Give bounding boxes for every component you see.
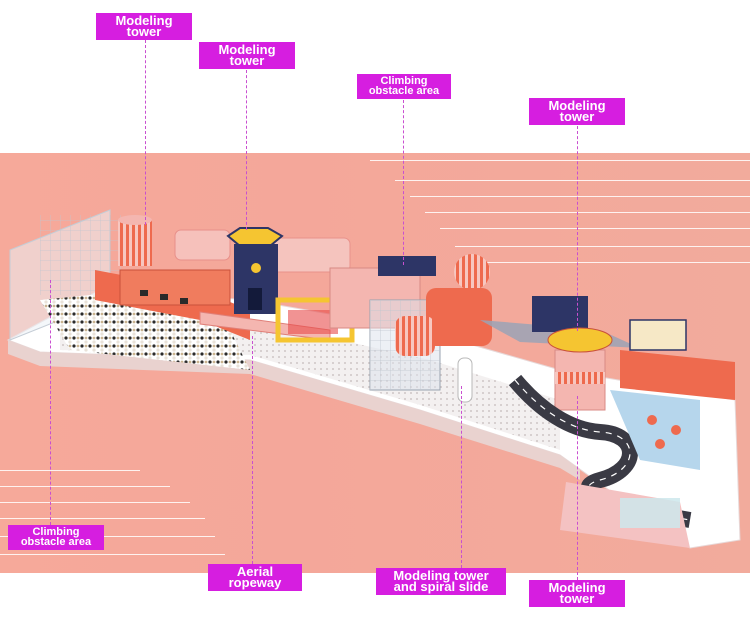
decor-stripe: [370, 160, 750, 161]
decor-stripe: [395, 180, 750, 181]
label-modeling-tower-bottom-right: Modeling tower: [529, 580, 625, 607]
leader-line: [577, 126, 578, 331]
tower-left-top: [118, 215, 152, 225]
leader-line: [461, 386, 462, 568]
floor-base-side: [8, 340, 580, 480]
leader-line: [145, 40, 146, 225]
tower-door: [248, 288, 262, 310]
navy-tower-crown: [226, 227, 284, 247]
right-tower-stripes: [555, 372, 605, 384]
leader-line: [252, 336, 253, 564]
label-climbing-obstacle-bottom-left: Climbing obstacle area: [8, 525, 104, 550]
floor-target: [647, 415, 657, 425]
leader-line: [403, 100, 404, 265]
label-line1: Climbing: [32, 526, 80, 538]
pink-tube-bridge: [269, 237, 351, 273]
decor-stripe: [0, 536, 215, 537]
right-tower-crown: [547, 327, 613, 353]
navy-top-box: [378, 256, 436, 276]
decor-stripe: [425, 212, 750, 213]
decor-stripe: [0, 518, 205, 519]
leader-line: [246, 70, 247, 230]
navy-block-right: [532, 296, 588, 332]
tower-emblem: [251, 263, 261, 273]
window: [180, 298, 188, 304]
ball-pit-left: [40, 290, 250, 370]
orange-right-wall: [620, 350, 735, 400]
label-line1: Aerial: [236, 564, 274, 579]
striped-wheel: [454, 254, 490, 290]
label-climbing-obstacle-top: Climbing obstacle area: [357, 74, 451, 99]
label-modeling-tower-spiral-slide: Modeling tower and spiral slide: [376, 568, 506, 595]
label-line2: ropeway: [228, 575, 282, 590]
label-line2: tower: [559, 109, 595, 124]
game-board: [629, 319, 687, 351]
pink-tube-bridge: [174, 229, 231, 261]
leader-line: [577, 396, 578, 580]
label-line2: obstacle area: [20, 536, 92, 548]
label-line2: tower: [229, 53, 265, 68]
orange-slide-block: [426, 288, 492, 346]
decor-stripe: [0, 554, 225, 555]
label-line1: Modeling: [548, 98, 606, 113]
label-line1: Modeling: [115, 13, 173, 28]
orange-deck: [119, 269, 231, 306]
label-aerial-ropeway: Aerial ropeway: [208, 564, 302, 591]
interactive-floor: [610, 390, 700, 470]
decor-stripe: [470, 262, 750, 263]
label-line1: Modeling: [548, 580, 606, 595]
label-line2: obstacle area: [368, 85, 440, 97]
decor-stripe: [440, 228, 750, 229]
label-line1: Climbing: [380, 75, 428, 87]
floor-target: [655, 439, 665, 449]
aqua-panel: [620, 498, 680, 528]
leader-line: [50, 280, 51, 525]
decor-stripe: [410, 196, 750, 197]
label-line2: tower: [126, 24, 162, 39]
window: [160, 294, 168, 300]
striped-tube: [395, 316, 435, 356]
striped-tower-left: [118, 220, 152, 266]
label-line2: and spiral slide: [393, 579, 489, 594]
floor-target: [671, 425, 681, 435]
decor-stripe: [0, 502, 190, 503]
decor-stripe: [455, 246, 750, 247]
label-line1: Modeling tower: [393, 568, 489, 583]
decor-stripe: [0, 486, 170, 487]
label-modeling-tower-top-left: Modeling tower: [96, 13, 192, 40]
label-line1: Modeling: [218, 42, 276, 57]
decor-stripe: [0, 470, 140, 471]
label-modeling-tower-top-right: Modeling tower: [529, 98, 625, 125]
label-modeling-tower-top-center: Modeling tower: [199, 42, 295, 69]
label-line2: tower: [559, 591, 595, 606]
window: [140, 290, 148, 296]
